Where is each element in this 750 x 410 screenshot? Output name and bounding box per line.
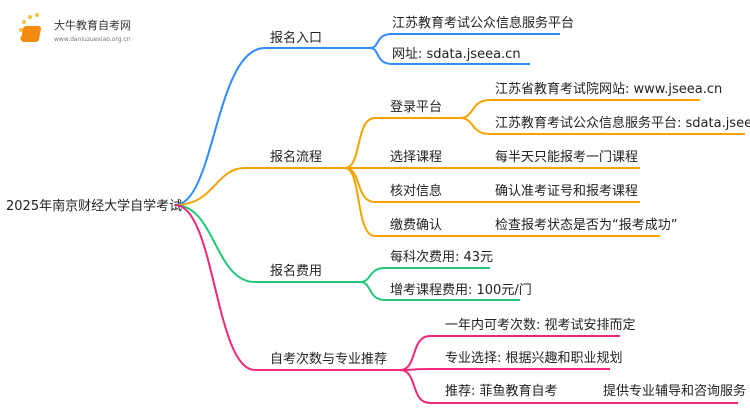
leaf-tutoring-service: 提供专业辅导和咨询服务 bbox=[603, 383, 746, 399]
leaf-jseea-site: 江苏省教育考试院网站: www.jseea.cn bbox=[495, 81, 722, 97]
logo-title: 大牛教育自考网 bbox=[54, 18, 131, 32]
leaf-check-status: 检查报考状态是否为“报考成功” bbox=[495, 218, 677, 233]
branch-registration-fee: 报名费用 bbox=[270, 263, 322, 279]
step-login: 登录平台 bbox=[390, 100, 442, 115]
step-verify-info: 核对信息 bbox=[390, 183, 442, 199]
logo-url: www.daniuzuexiao.org.cn bbox=[54, 36, 131, 43]
step-payment: 缴费确认 bbox=[390, 218, 442, 233]
leaf-extra-course-fee: 增考课程费用: 100元/门 bbox=[390, 283, 532, 298]
book-icon bbox=[21, 26, 41, 42]
leaf-recommendation: 推荐: 菲鱼教育自考 bbox=[445, 383, 558, 399]
leaf-url: 网址: sdata.jseea.cn bbox=[392, 47, 521, 62]
leaf-platform: 江苏教育考试公众信息服务平台 bbox=[392, 15, 574, 31]
branch-registration-entry: 报名入口 bbox=[270, 30, 322, 46]
root-node: 2025年南京财经大学自学考试 bbox=[6, 198, 182, 214]
branch-attempts-majors: 自考次数与专业推荐 bbox=[270, 351, 387, 367]
leaf-one-course: 每半天只能报考一门课程 bbox=[495, 149, 638, 165]
leaf-sdata-site: 江苏教育考试公众信息服务平台: sdata.jseea.cn bbox=[495, 115, 750, 131]
branch-registration-process: 报名流程 bbox=[270, 149, 322, 165]
leaf-attempts-per-year: 一年内可考次数: 视考试安排而定 bbox=[445, 317, 636, 333]
leaf-fee-per-subject: 每科次费用: 43元 bbox=[390, 249, 493, 265]
step-select-course: 选择课程 bbox=[390, 150, 442, 165]
leaf-confirm-ticket: 确认准考证号和报考课程 bbox=[495, 184, 638, 199]
logo: 大牛教育自考网 www.daniuzuexiao.org.cn bbox=[19, 13, 131, 43]
leaf-major-choice: 专业选择: 根据兴趣和职业规划 bbox=[445, 351, 623, 366]
